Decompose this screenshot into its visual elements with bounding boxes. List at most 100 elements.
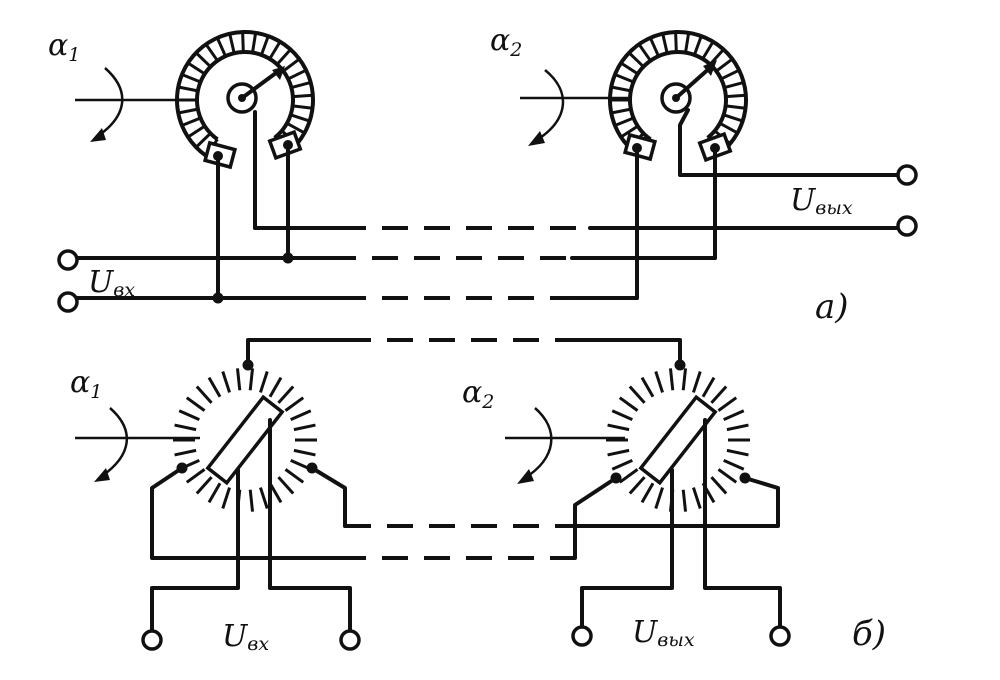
winding-tick xyxy=(204,43,219,62)
winding-tick xyxy=(185,468,206,484)
winding-tick xyxy=(618,396,639,412)
winding-tick xyxy=(618,468,639,484)
winding-tick xyxy=(637,43,652,62)
label-alpha1-b: α1 xyxy=(70,365,102,403)
winding-tick xyxy=(287,68,307,81)
ring-potentiometer-left-b xyxy=(173,359,318,512)
winding-tick xyxy=(640,482,655,504)
winding-tick xyxy=(259,371,269,393)
winding-tick xyxy=(693,35,703,56)
winding-tick xyxy=(701,40,715,60)
winding-tick xyxy=(178,409,200,422)
winding-tick xyxy=(187,61,206,76)
winding-tick xyxy=(221,487,231,509)
winding-tick xyxy=(207,482,222,504)
winding-tick xyxy=(614,116,635,127)
winding-tick xyxy=(282,57,301,73)
label-uvyx-b: Uвых xyxy=(632,615,695,651)
potentiometer-left-a xyxy=(175,30,315,230)
winding-tick xyxy=(610,107,632,115)
winding-tick xyxy=(177,85,199,93)
terminal-output-right-b xyxy=(769,625,791,647)
winding-tick xyxy=(701,376,716,398)
label-uvyx-a: Uвых xyxy=(790,183,853,219)
winding-tick xyxy=(607,423,630,432)
winding-tick xyxy=(215,37,227,57)
winding-tick xyxy=(268,376,283,398)
wiper-bar xyxy=(638,394,718,486)
winding-tick xyxy=(187,124,206,139)
winding-tick xyxy=(620,124,639,139)
label-alpha2-a: α2 xyxy=(490,23,522,61)
winding-tick xyxy=(723,113,744,123)
wiper-bar xyxy=(205,394,285,486)
winding-tick xyxy=(195,51,212,68)
winding-tick xyxy=(628,51,645,68)
winding-tick xyxy=(681,368,688,391)
winding-tick xyxy=(293,423,316,432)
winding-tick xyxy=(195,476,213,495)
rotation-arrow-b1 xyxy=(75,407,200,482)
winding-tick xyxy=(614,73,635,84)
winding-tick xyxy=(607,448,630,457)
winding-tick xyxy=(290,80,312,90)
rotation-arrow-b2 xyxy=(505,407,625,484)
winding-tick xyxy=(726,448,749,457)
winding-tick xyxy=(692,487,702,509)
winding-tick xyxy=(726,423,749,432)
winding-tick xyxy=(661,33,669,54)
label-alpha1-a: α1 xyxy=(48,28,80,66)
winding-tick xyxy=(277,476,295,495)
winding-tick xyxy=(235,368,242,391)
winding-tick xyxy=(221,371,231,393)
winding-tick xyxy=(725,104,746,110)
winding-tick xyxy=(259,487,269,509)
winding-tick xyxy=(248,489,255,512)
winding-tick xyxy=(654,371,664,393)
terminal-input-right-b xyxy=(339,629,361,651)
winding-tick xyxy=(292,104,313,110)
winding-tick xyxy=(290,113,311,123)
ring-potentiometer-right-b xyxy=(606,359,751,512)
winding-tick xyxy=(181,116,202,127)
winding-tick xyxy=(611,458,633,471)
winding-tick xyxy=(292,93,313,99)
winding-tick xyxy=(710,476,728,495)
diagram-a: α1 xyxy=(48,23,918,327)
winding-tick xyxy=(628,476,646,495)
winding-tick xyxy=(241,31,245,53)
winding-tick xyxy=(276,48,292,66)
winding-tick xyxy=(611,409,633,422)
winding-tick xyxy=(174,423,197,432)
caption-b: б) xyxy=(852,614,886,654)
winding-tick xyxy=(717,468,738,484)
winding-tick xyxy=(174,448,197,457)
winding-tick xyxy=(723,409,745,422)
winding-tick xyxy=(723,80,745,90)
winding-tick xyxy=(610,85,632,93)
winding-tick xyxy=(248,368,255,391)
winding-tick xyxy=(668,368,675,391)
winding-arc xyxy=(628,50,728,141)
caption-a: а) xyxy=(815,287,849,327)
winding-tick xyxy=(260,35,270,56)
rotation-arrow-a2 xyxy=(520,69,628,146)
terminal-output-left-b xyxy=(571,625,593,647)
winding-tick xyxy=(681,489,688,512)
winding-tick xyxy=(640,376,655,398)
winding-tick xyxy=(719,121,739,135)
winding-tick xyxy=(717,396,738,412)
wiper-arrow xyxy=(674,64,714,100)
winding-tick xyxy=(290,409,312,422)
winding-tick xyxy=(251,32,258,53)
winding-tick xyxy=(710,385,728,404)
winding-tick xyxy=(195,132,212,149)
winding-tick xyxy=(715,57,734,73)
terminal-output-bottom-a xyxy=(896,215,918,237)
wiper-arrow xyxy=(240,68,282,100)
winding-tick xyxy=(684,32,691,53)
winding-tick xyxy=(286,121,306,135)
winding-tick xyxy=(293,448,316,457)
